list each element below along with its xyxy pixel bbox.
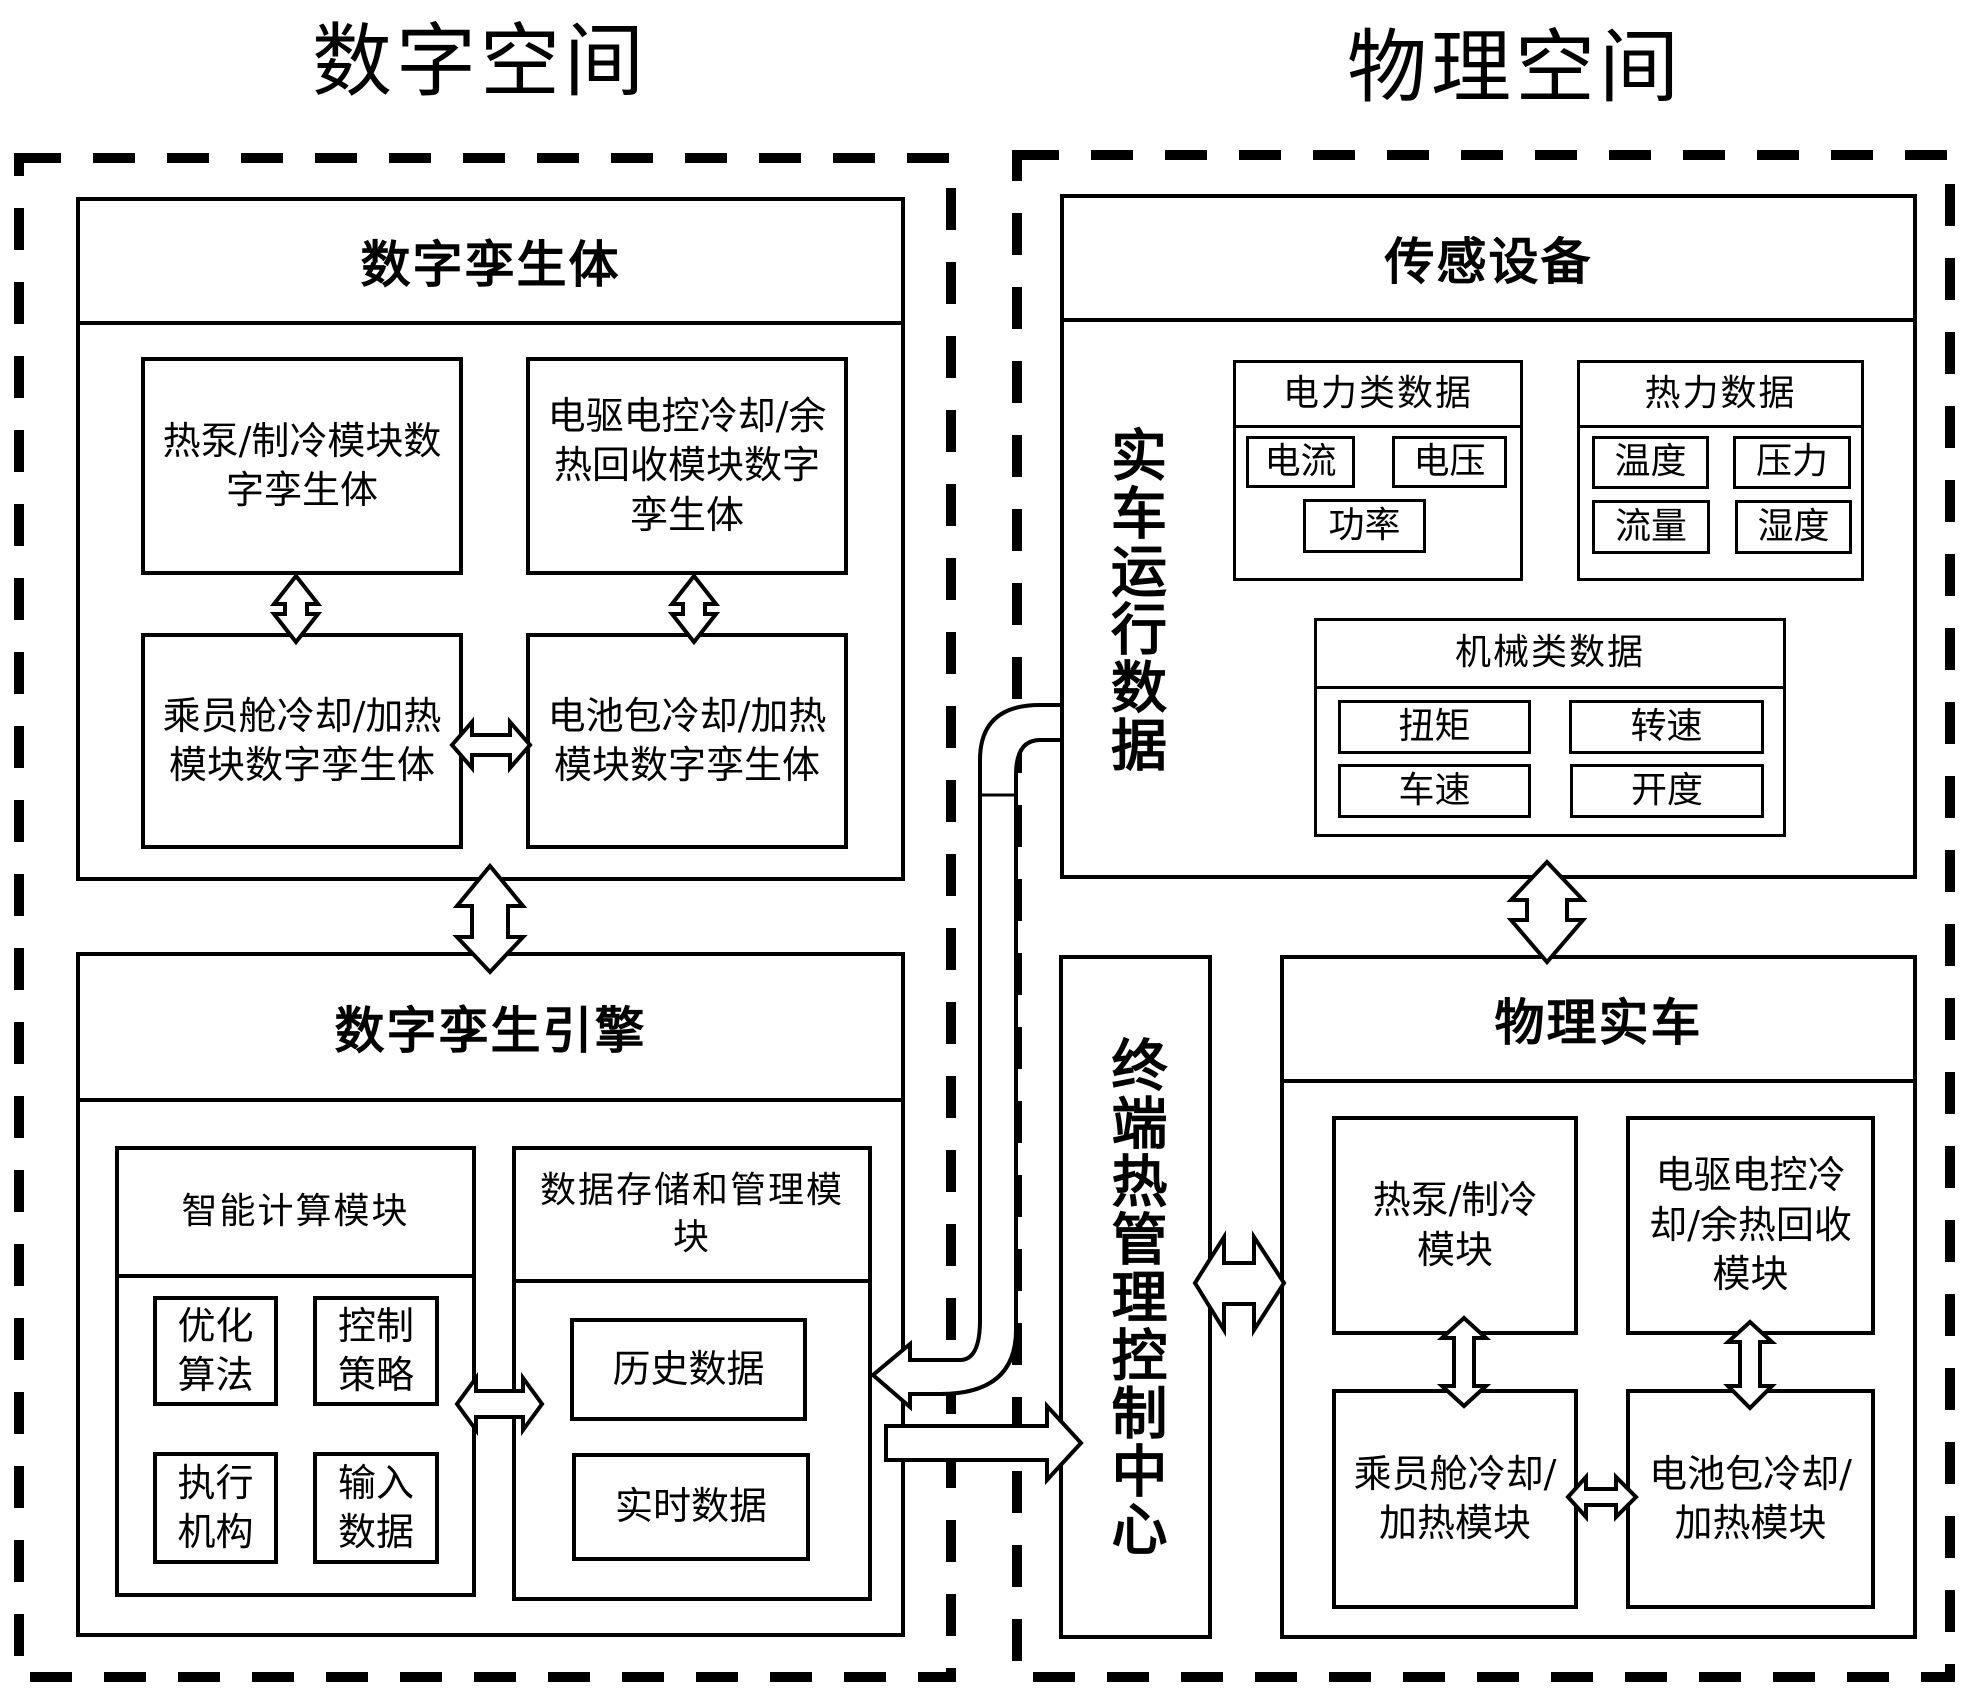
storage-module-title: 数据存储和管理模块	[516, 1150, 868, 1283]
twin-battery-module: 电池包冷却/加热模块数字孪生体	[526, 633, 848, 849]
physical-car-title: 物理实车	[1284, 959, 1913, 1083]
sensor-item-temperature: 温度	[1592, 436, 1709, 489]
storage-item-realtime: 实时数据	[572, 1453, 810, 1561]
mechanical-data-title: 机械类数据	[1317, 621, 1783, 689]
sensor-item-opening: 开度	[1570, 764, 1764, 818]
sensor-item-rotation-speed: 转速	[1569, 700, 1764, 754]
car-edrive-module: 电驱电控冷却/余热回收模块	[1626, 1116, 1875, 1335]
sensor-item-vehicle-speed: 车速	[1338, 764, 1531, 818]
sensor-item-voltage: 电压	[1392, 436, 1507, 488]
thermal-data-title: 热力数据	[1580, 363, 1861, 428]
storage-item-history: 历史数据	[570, 1318, 807, 1421]
sensor-item-humidity: 湿度	[1735, 500, 1852, 554]
sensor-item-pressure: 压力	[1733, 436, 1851, 489]
terminal-control-center: 终端热管理控制中心	[1059, 955, 1212, 1639]
car-cabin-module: 乘员舱冷却/加热模块	[1332, 1389, 1578, 1609]
sensor-item-torque: 扭矩	[1338, 700, 1531, 754]
digital-space-title: 数字空间	[312, 15, 648, 108]
twin-edrive-module: 电驱电控冷却/余热回收模块数字孪生体	[526, 357, 848, 575]
compute-module-title: 智能计算模块	[119, 1150, 472, 1278]
compute-item-optimization: 优化算法	[153, 1296, 278, 1406]
physical-space-title: 物理空间	[1347, 21, 1683, 114]
electric-data-title: 电力类数据	[1236, 363, 1520, 428]
sensor-item-power: 功率	[1303, 499, 1426, 553]
car-battery-module: 电池包冷却/加热模块	[1626, 1389, 1875, 1609]
twin-heat-pump-module: 热泵/制冷模块数字孪生体	[141, 357, 463, 575]
sensor-title: 传感设备	[1064, 198, 1913, 322]
compute-item-control-strategy: 控制策略	[313, 1296, 439, 1406]
compute-item-input-data: 输入数据	[313, 1452, 439, 1564]
sensor-item-current: 电流	[1246, 436, 1355, 488]
engine-title: 数字孪生引擎	[80, 956, 901, 1102]
vehicle-operation-data-label: 实车运行数据	[1101, 426, 1168, 774]
compute-item-actuator: 执行机构	[153, 1452, 278, 1564]
terminal-control-center-title: 终端热管理控制中心	[1102, 1036, 1168, 1558]
sensor-item-flow: 流量	[1592, 500, 1710, 554]
car-heat-pump-module: 热泵/制冷模块	[1332, 1116, 1578, 1335]
twin-cabin-module: 乘员舱冷却/加热模块数字孪生体	[141, 633, 463, 849]
engine-terminal-arrow	[884, 1400, 1084, 1486]
digital-twin-title: 数字孪生体	[80, 201, 901, 325]
